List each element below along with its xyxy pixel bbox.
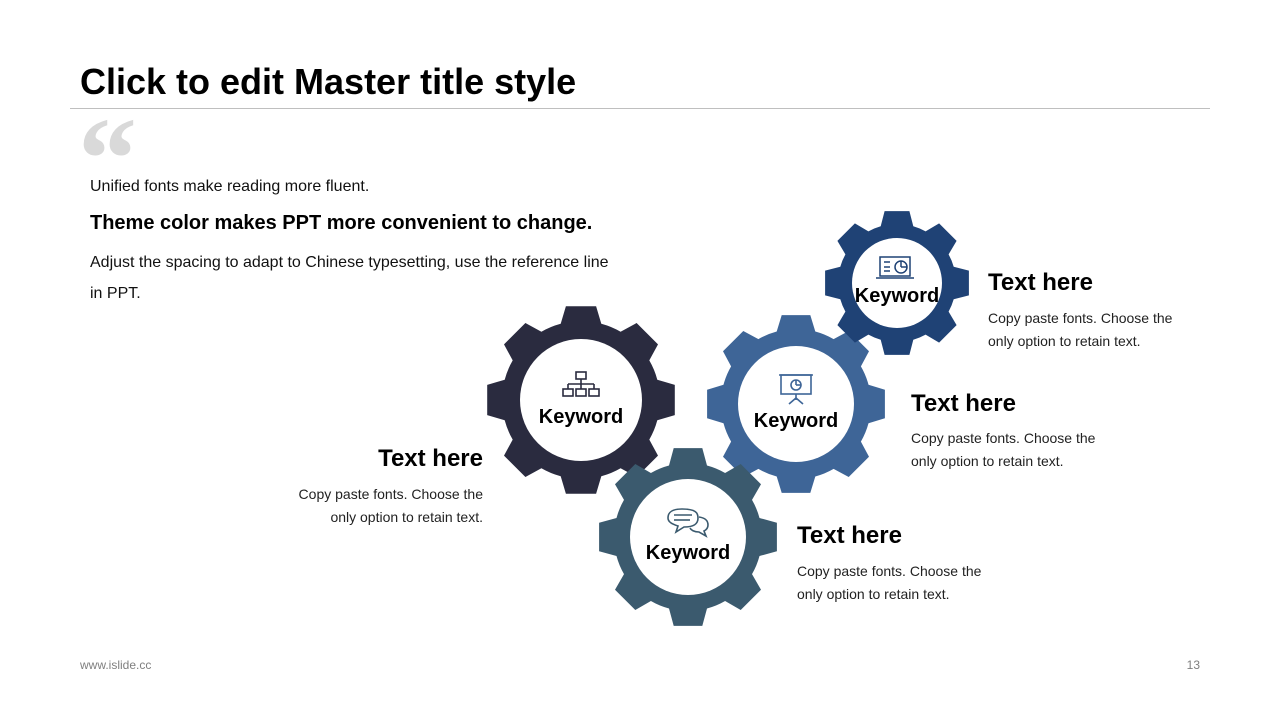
gear-mid-label: Keyword <box>754 410 838 432</box>
dashboard-monitor-icon <box>876 256 914 279</box>
mid-block-body: Copy paste fonts. Choose the only option… <box>911 430 1096 469</box>
bottom-block-title: Text here <box>797 522 902 549</box>
presentation-board-icon <box>779 374 813 405</box>
chat-bubbles-icon <box>667 508 709 538</box>
gear-mid-hub <box>738 346 854 462</box>
top-block-body: Copy paste fonts. Choose the only option… <box>988 310 1173 349</box>
gear-bottom-label: Keyword <box>646 542 730 564</box>
top-block-title: Text here <box>988 269 1093 296</box>
intro-line-1: Unified fonts make reading more fluent. <box>90 178 370 195</box>
gear-mid: Keyword <box>707 315 885 493</box>
gear-top: Keyword <box>825 211 969 355</box>
intro-line-2: Theme color makes PPT more convenient to… <box>90 212 593 234</box>
org-chart-icon <box>562 371 600 397</box>
gear-bottom-hub <box>630 479 746 595</box>
quote-mark-icon: “ <box>78 93 137 224</box>
title-divider <box>70 108 1210 109</box>
gear-bottom: Keyword <box>599 448 777 626</box>
page-number: 13 <box>1186 658 1200 672</box>
gear-left-hub <box>520 339 642 461</box>
left-block-body: Copy paste fonts. Choose the only option… <box>298 486 483 525</box>
gear-left-label: Keyword <box>539 406 623 428</box>
slide-title: Click to edit Master title style <box>80 61 577 102</box>
intro-line-3: Adjust the spacing to adapt to Chinese t… <box>90 254 609 302</box>
left-block-title: Text here <box>378 445 483 472</box>
gear-top-label: Keyword <box>855 285 939 307</box>
footer-url: www.islide.cc <box>80 658 152 672</box>
mid-block-title: Text here <box>911 390 1016 417</box>
gear-top-hub <box>852 238 942 328</box>
gear-left: Keyword <box>487 306 675 494</box>
bottom-block-body: Copy paste fonts. Choose the only option… <box>797 563 982 602</box>
